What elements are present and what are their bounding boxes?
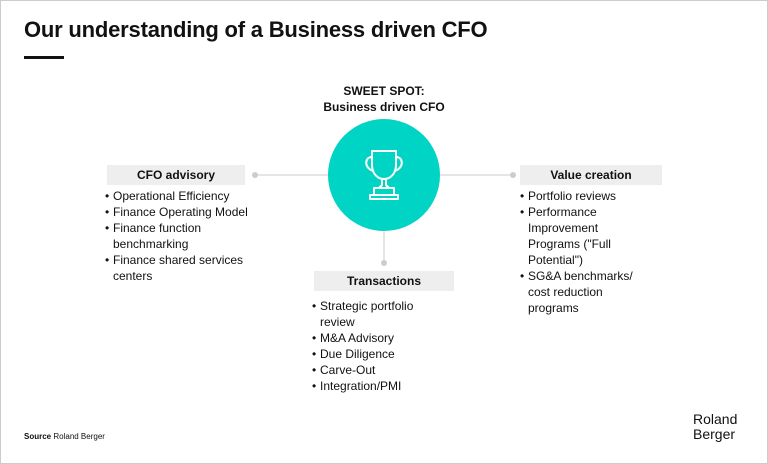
list-item: Carve-Out (312, 362, 452, 378)
trophy-icon (365, 150, 403, 200)
source-label: Source (24, 432, 52, 441)
title-underline (24, 56, 64, 59)
sweet-spot-circle (328, 119, 440, 231)
source-note: Source Roland Berger (24, 432, 105, 441)
list-item: Performance Improvement Programs ("Full … (520, 204, 625, 268)
list-item: Strategic portfolio review (312, 298, 437, 330)
list-item: SG&A benchmarks/ cost reduction programs (520, 268, 655, 316)
page-title: Our understanding of a Business driven C… (24, 17, 488, 42)
list-item: Finance shared services centers (105, 252, 255, 284)
value-creation-heading: Value creation (520, 165, 662, 185)
logo-line2: Berger (693, 426, 736, 442)
connector-right (440, 174, 512, 176)
list-item: Integration/PMI (312, 378, 452, 394)
cfo-advisory-heading: CFO advisory (107, 165, 245, 185)
logo-line1: Roland (693, 411, 738, 427)
source-text: Roland Berger (53, 432, 105, 441)
roland-berger-logo: Roland Berger (693, 412, 737, 442)
sweet-spot-line2: Business driven CFO (323, 100, 445, 114)
cfo-advisory-list: Operational Efficiency Finance Operating… (105, 188, 255, 284)
connector-dot-left (252, 172, 258, 178)
list-item: Operational Efficiency (105, 188, 255, 204)
connector-dot-right (510, 172, 516, 178)
list-item: M&A Advisory (312, 330, 452, 346)
sweet-spot-label: SWEET SPOT: Business driven CFO (284, 83, 484, 115)
sweet-spot-line1: SWEET SPOT: (343, 84, 425, 98)
transactions-list: Strategic portfolio review M&A Advisory … (312, 298, 452, 394)
transactions-heading: Transactions (314, 271, 454, 291)
list-item: Due Diligence (312, 346, 452, 362)
connector-dot-bottom (381, 260, 387, 266)
connector-bottom (383, 230, 385, 263)
list-item: Portfolio reviews (520, 188, 660, 204)
list-item: Finance function benchmarking (105, 220, 255, 252)
list-item: Finance Operating Model (105, 204, 255, 220)
value-creation-list: Portfolio reviews Performance Improvemen… (520, 188, 660, 316)
connector-left (255, 174, 329, 176)
